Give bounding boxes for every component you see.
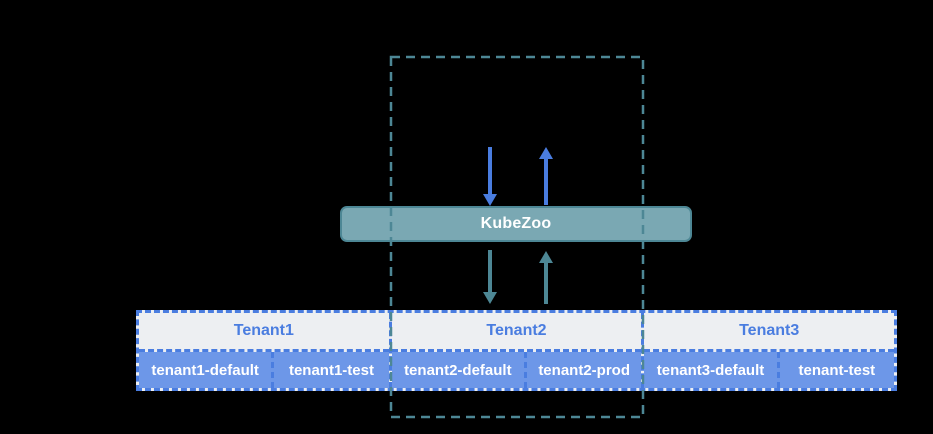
- kubezoo-box: KubeZoo: [340, 206, 692, 242]
- namespace-cell-tenant2-prod: tenant2-prod: [523, 352, 641, 388]
- tenant3-namespaces: tenant3-default tenant-test: [644, 352, 895, 388]
- down-arrow-icon: [483, 250, 497, 304]
- tenant1-header: Tenant1: [139, 313, 389, 352]
- kubezoo-label: KubeZoo: [480, 215, 552, 232]
- namespace-cell-tenant-test: tenant-test: [776, 352, 894, 388]
- tenant-table: Tenant1 tenant1-default tenant1-test Ten…: [136, 310, 897, 391]
- up-arrow-icon: [539, 147, 553, 205]
- namespace-cell-tenant2-default: tenant2-default: [404, 361, 512, 379]
- tenant-group-3: Tenant3 tenant3-default tenant-test: [641, 313, 895, 388]
- tenant-group-1: Tenant1 tenant1-default tenant1-test: [139, 313, 389, 388]
- tenant2-header: Tenant2: [391, 313, 642, 352]
- tenant-group-2: Tenant2 tenant2-default tenant2-prod: [388, 313, 642, 388]
- namespace-cell-tenant1-test: tenant1-test: [271, 352, 388, 388]
- up-arrow-icon: [539, 251, 553, 304]
- tenant1-namespaces: tenant1-default tenant1-test: [139, 352, 389, 388]
- tenant3-header: Tenant3: [644, 313, 895, 352]
- namespace-cell-tenant1-default: tenant1-default: [151, 361, 259, 379]
- tenant2-namespaces: tenant2-default tenant2-prod: [391, 352, 642, 388]
- namespace-cell-tenant3-default: tenant3-default: [656, 361, 765, 379]
- down-arrow-icon: [483, 147, 497, 206]
